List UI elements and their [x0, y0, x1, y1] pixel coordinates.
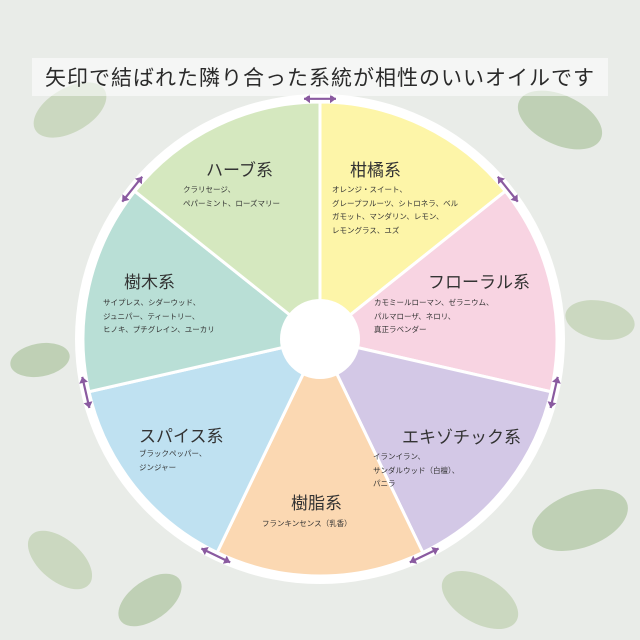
segment-label-resin: 樹脂系 [291, 494, 342, 514]
page-title: 矢印で結ばれた隣り合った系統が相性のいいオイルです [32, 58, 608, 96]
segment-oils-floral: カモミールローマン、ゼラニウム、 パルマローザ、ネロリ、 真正ラベンダー [374, 298, 494, 334]
leaf-shape [10, 342, 70, 378]
leaf-shape [27, 530, 93, 590]
segment-label-citrus: 柑橘系 [350, 161, 401, 181]
wheel-sector [87, 336, 323, 555]
leaf-shape [33, 82, 107, 138]
wheel-sector [318, 100, 508, 343]
leaf-shape [532, 489, 628, 551]
compatibility-arrow [200, 547, 231, 564]
compatibility-arrow [121, 176, 144, 203]
wheel-sector [215, 335, 425, 578]
wheel-sector [132, 100, 322, 343]
segment-oils-wood: サイプレス、シダーウッド、 ジュニパー、ティートリー、 ヒノキ、プチグレイン、ユ… [103, 298, 215, 334]
segment-oils-spice: ブラックペッパー、 ジンジャー [139, 449, 207, 472]
segment-label-floral: フローラル系 [428, 273, 530, 293]
segment-label-herb: ハーブ系 [206, 161, 273, 181]
compatibility-arrow [79, 376, 93, 409]
wheel-sector [81, 189, 324, 394]
wheel-center-hole [280, 299, 360, 379]
leaf-shape [565, 300, 635, 340]
segment-oils-resin: フランキンセンス（乳香） [262, 519, 352, 528]
segment-label-spice: スパイス系 [139, 427, 224, 447]
wheel-sector [317, 336, 553, 555]
compatibility-arrow [496, 176, 519, 203]
compatibility-arrow [304, 94, 336, 104]
segment-oils-herb: クラリセージ、 ペパーミント、ローズマリー [183, 185, 280, 208]
wheel-sectors [81, 100, 559, 578]
segment-oils-exotic: イランイラン、 サンダルウッド（白檀）、 パニラ [373, 452, 460, 488]
leaf-decoration [10, 82, 635, 630]
compatibility-arrow [547, 376, 561, 409]
segment-label-exotic: エキゾチック系 [402, 428, 521, 448]
leaf-shape [517, 90, 603, 150]
compatibility-arrow [409, 547, 440, 564]
leaf-shape [441, 570, 519, 630]
wheel-sector [316, 189, 559, 394]
segment-oils-citrus: オレンジ・スイート、 グレープフルーツ、シトロネラ、ベル ガモット、マンダリン、… [332, 185, 459, 235]
leaf-shape [118, 573, 182, 627]
compatibility-arrows [79, 94, 561, 564]
segment-label-wood: 樹木系 [124, 273, 175, 293]
